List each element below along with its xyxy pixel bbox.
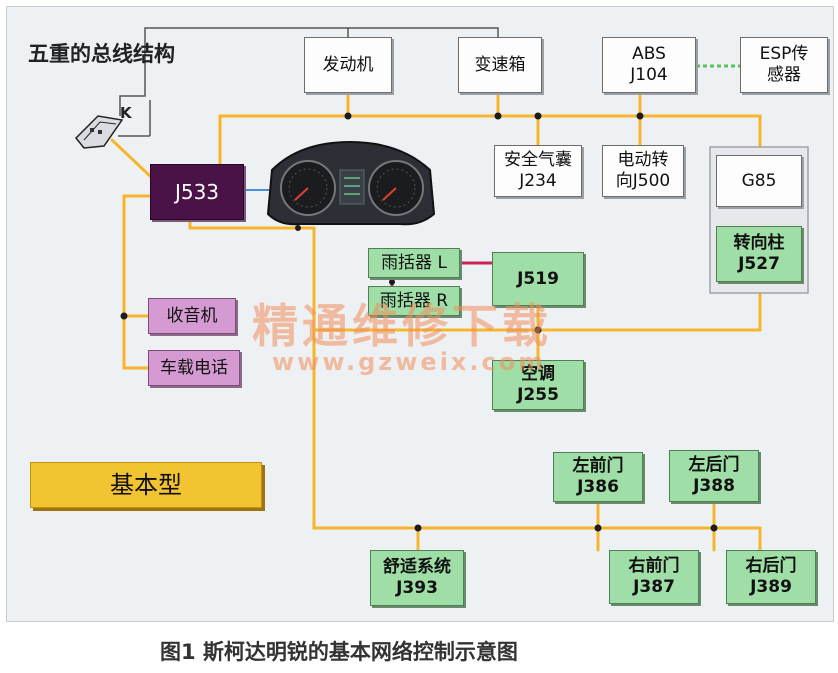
- comfort-system-box: 舒适系统 J393: [370, 550, 464, 606]
- door-rear-left-box: 左后门 J388: [669, 450, 759, 502]
- car-phone-box: 车载电话: [148, 350, 240, 386]
- wiper-left-box: 雨括器 L: [368, 248, 460, 278]
- diagram-title: 五重的总线结构: [28, 42, 175, 66]
- esp-sensor-box: ESP传 感器: [740, 37, 828, 93]
- door-rear-right-box: 右后门 J389: [726, 550, 816, 604]
- j519-box: J519: [492, 252, 584, 306]
- engine-box: 发动机: [304, 37, 392, 93]
- door-front-left-box: 左前门 J386: [553, 452, 643, 502]
- abs-box: ABS J104: [602, 37, 696, 93]
- wiper-right-box: 雨括器 R: [368, 286, 460, 316]
- key-label: K: [120, 104, 132, 122]
- aircon-box: 空调 J255: [492, 360, 584, 410]
- g85-box: G85: [716, 155, 802, 207]
- gateway-j533-box: J533: [150, 164, 244, 220]
- radio-box: 收音机: [148, 298, 236, 334]
- steering-column-box: 转向柱 J527: [716, 226, 802, 282]
- junction-dots: [120, 112, 718, 532]
- gearbox-box: 变速箱: [458, 37, 542, 93]
- figure-caption: 图1 斯柯达明锐的基本网络控制示意图: [160, 640, 518, 664]
- eps-box: 电动转 向J500: [602, 145, 684, 197]
- door-front-right-box: 右前门 J387: [609, 550, 699, 604]
- version-label-box: 基本型: [30, 462, 262, 508]
- diagnostic-connector-icon: [74, 115, 124, 149]
- airbag-box: 安全气囊 J234: [494, 145, 582, 197]
- instrument-cluster-icon: [266, 140, 436, 226]
